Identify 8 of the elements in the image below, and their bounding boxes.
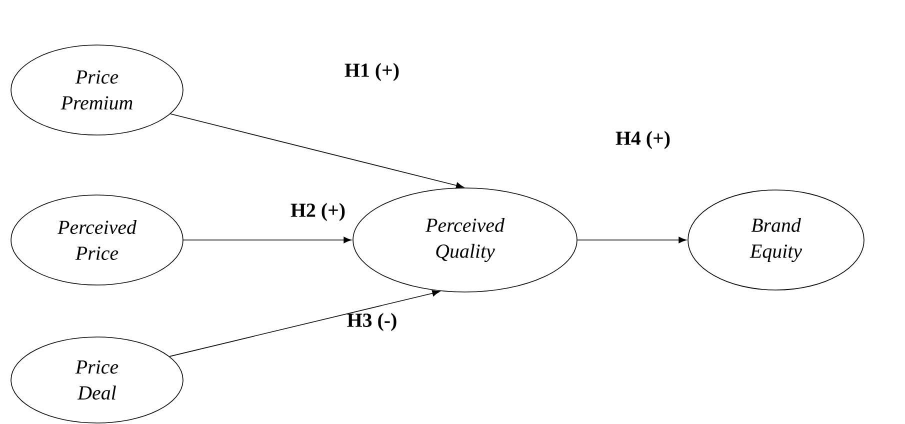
- edge-label: H2 (+): [290, 202, 345, 222]
- edge-label: H4 (+): [616, 130, 670, 150]
- edge-label: H1 (+): [344, 62, 399, 82]
- arrow: [183, 236, 352, 244]
- arrow: [577, 236, 686, 244]
- edge-label: H3 (-): [347, 312, 396, 332]
- arrow: [169, 290, 440, 357]
- arrow: [170, 113, 464, 189]
